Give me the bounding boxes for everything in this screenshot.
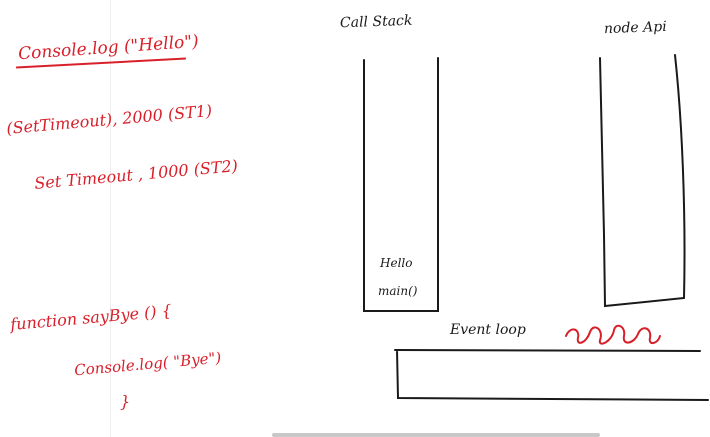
callback-queue-outline — [394, 349, 709, 401]
call-stack-outline — [363, 57, 439, 312]
node-api-title: node Api — [603, 18, 667, 38]
node-api-outline — [599, 54, 686, 308]
stack-item-hello: Hello — [380, 256, 413, 270]
stack-item-main: main() — [378, 284, 418, 298]
red-scribble — [565, 324, 661, 345]
event-loop-label: Event loop — [450, 322, 526, 338]
page-edge-line — [110, 0, 111, 437]
horizontal-scrollbar[interactable] — [272, 433, 600, 437]
call-stack-title: Call Stack — [339, 12, 413, 32]
function-close-brace: } — [120, 392, 131, 411]
